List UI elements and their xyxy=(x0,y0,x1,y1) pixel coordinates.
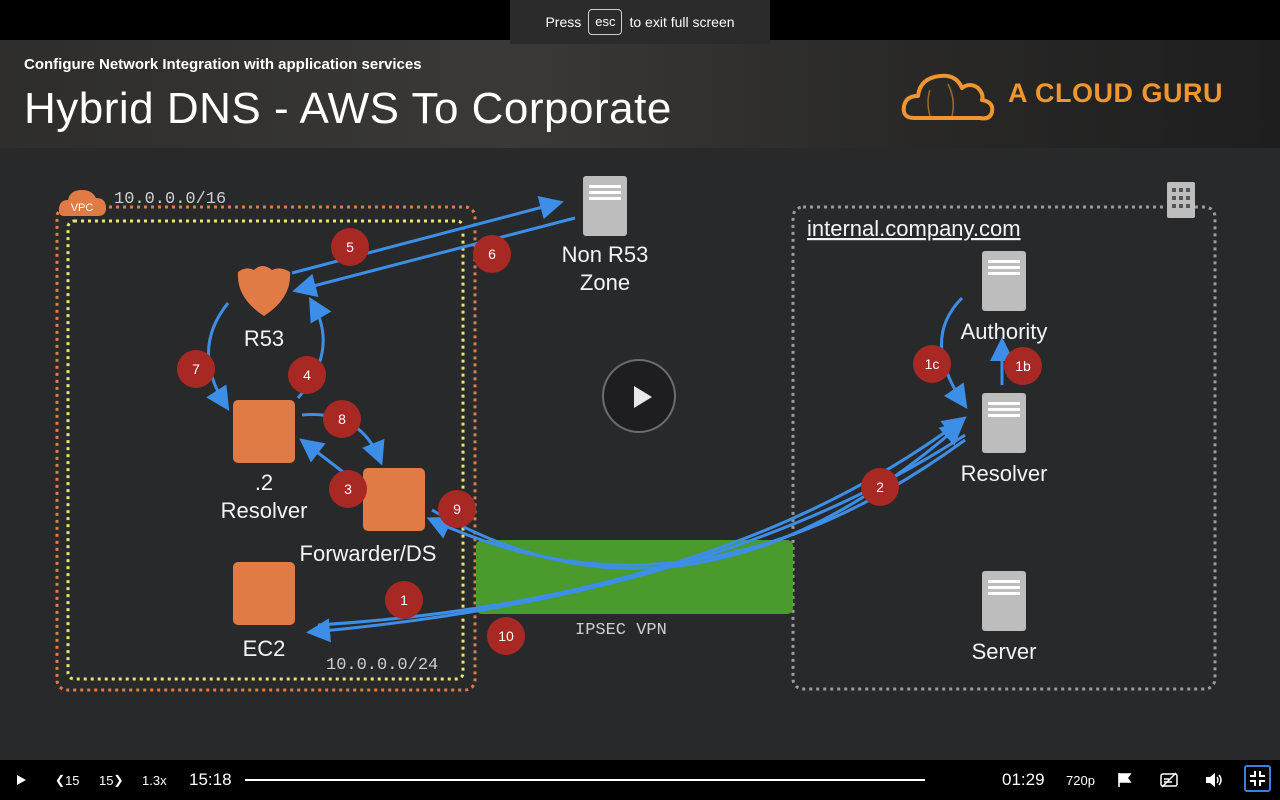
authority-server-icon xyxy=(982,251,1026,311)
brand-logo: A CLOUD GURU xyxy=(900,66,1250,126)
skip-forward-button[interactable]: 15 ❯ xyxy=(99,760,124,800)
arrow-step-7 xyxy=(206,302,230,412)
arrow-step-1c xyxy=(940,296,968,409)
non-r53-server-icon xyxy=(583,176,627,236)
svg-text:2: 2 xyxy=(876,479,884,495)
flag-icon xyxy=(1118,773,1132,787)
svg-text:7: 7 xyxy=(192,361,200,377)
svg-text:6: 6 xyxy=(488,246,496,262)
svg-text:10: 10 xyxy=(498,628,514,644)
forwarder-label: Forwarder/DS xyxy=(300,541,437,566)
seek-bar[interactable] xyxy=(245,779,925,781)
volume-button[interactable] xyxy=(1205,760,1223,800)
fullscreen-hint-before: Press xyxy=(545,14,582,30)
vpc-resolver-icon xyxy=(233,400,295,463)
player-controls: ❮ 15 15 ❯ 1.3x 15:18 01:29 720p xyxy=(0,760,1280,800)
subnet-boundary xyxy=(66,219,465,681)
exit-fullscreen-button[interactable] xyxy=(1244,765,1271,792)
vpc-boundary xyxy=(55,205,477,692)
svg-text:1: 1 xyxy=(400,592,408,608)
r53-icon xyxy=(237,266,291,316)
step-badge-5: 5 xyxy=(331,228,369,266)
seek-bar-fill xyxy=(245,779,925,781)
server-label: Server xyxy=(972,639,1037,664)
svg-text:8: 8 xyxy=(338,411,346,427)
step-badge-7: 7 xyxy=(177,350,215,388)
ec2-icon xyxy=(233,562,295,625)
vpc-badge: VPC xyxy=(58,190,106,216)
bookmark-button[interactable] xyxy=(1117,760,1133,800)
step-badge-2: 2 xyxy=(861,468,899,506)
non-r53-label-1: Non R53 xyxy=(562,242,649,267)
arrow-step-6 xyxy=(292,216,576,298)
quality-selector[interactable]: 720p xyxy=(1066,772,1095,788)
hybrid-dns-diagram: VPC 10.0.0.0/16 10.0.0.0/24 internal.com… xyxy=(55,176,1217,692)
svg-text:5: 5 xyxy=(346,239,354,255)
step-badge-4: 4 xyxy=(288,356,326,394)
skip-forward-label: 15 xyxy=(99,772,114,788)
forwarder-icon xyxy=(363,468,425,531)
video-area[interactable]: Configure Network Integration with appli… xyxy=(0,40,1280,760)
corp-domain: internal.company.com xyxy=(807,216,1021,241)
fullscreen-hint: Press esc to exit full screen xyxy=(510,0,770,44)
brand-name: A CLOUD GURU xyxy=(1008,78,1223,108)
step-badge-3: 3 xyxy=(329,470,367,508)
play-icon xyxy=(17,775,26,785)
skip-back-label: 15 xyxy=(65,772,80,788)
corporate-building-icon xyxy=(1167,182,1195,218)
step-badge-9: 9 xyxy=(438,490,476,528)
cloud-logo-icon xyxy=(901,73,995,121)
vpc-badge-label: VPC xyxy=(71,202,94,214)
skip-back-button[interactable]: ❮ 15 xyxy=(55,760,80,800)
captions-off-icon xyxy=(1160,772,1178,788)
fullscreen-hint-after: to exit full screen xyxy=(629,14,735,30)
server-icon xyxy=(982,571,1026,631)
corp-resolver-label: Resolver xyxy=(961,461,1048,486)
captions-button[interactable] xyxy=(1160,760,1178,800)
authority-label: Authority xyxy=(961,319,1048,344)
corp-resolver-server-icon xyxy=(982,393,1026,453)
svg-text:3: 3 xyxy=(344,481,352,497)
svg-text:4: 4 xyxy=(303,367,311,383)
subnet-cidr: 10.0.0.0/24 xyxy=(326,656,438,675)
elapsed-time: 15:18 xyxy=(189,770,232,789)
svg-text:9: 9 xyxy=(453,501,461,517)
vpc-resolver-label-1: .2 xyxy=(255,470,273,495)
non-r53-label-2: Zone xyxy=(580,270,630,295)
skip-back-icon: ❮ xyxy=(55,773,66,787)
exit-fullscreen-icon xyxy=(1250,771,1265,786)
step-badge-1: 1 xyxy=(385,581,423,619)
step-badge-6: 6 xyxy=(473,235,511,273)
play-overlay-button[interactable] xyxy=(602,359,676,433)
play-button[interactable] xyxy=(14,760,28,800)
step-badge-1c: 1c xyxy=(913,345,951,383)
remaining-time: 01:29 xyxy=(1002,770,1045,789)
step-badge-10: 10 xyxy=(487,617,525,655)
skip-forward-icon: ❯ xyxy=(113,773,124,787)
slide-header: Configure Network Integration with appli… xyxy=(0,40,1280,148)
arrow-step-5 xyxy=(291,195,564,275)
step-badge-8: 8 xyxy=(323,400,361,438)
esc-key: esc xyxy=(588,9,623,35)
slide-title: Hybrid DNS - AWS To Corporate xyxy=(24,84,672,133)
playback-speed[interactable]: 1.3x xyxy=(142,772,167,788)
step-badge-1b: 1b xyxy=(1004,347,1042,385)
slide-subtitle: Configure Network Integration with appli… xyxy=(24,56,422,73)
vpn-label: IPSEC VPN xyxy=(575,621,667,640)
vpc-resolver-label-2: Resolver xyxy=(221,498,308,523)
svg-text:1b: 1b xyxy=(1015,358,1031,374)
r53-label: R53 xyxy=(244,326,284,351)
vpc-cidr: 10.0.0.0/16 xyxy=(114,190,226,209)
svg-text:1c: 1c xyxy=(925,356,940,372)
volume-icon xyxy=(1206,773,1222,787)
ec2-label: EC2 xyxy=(243,636,286,661)
